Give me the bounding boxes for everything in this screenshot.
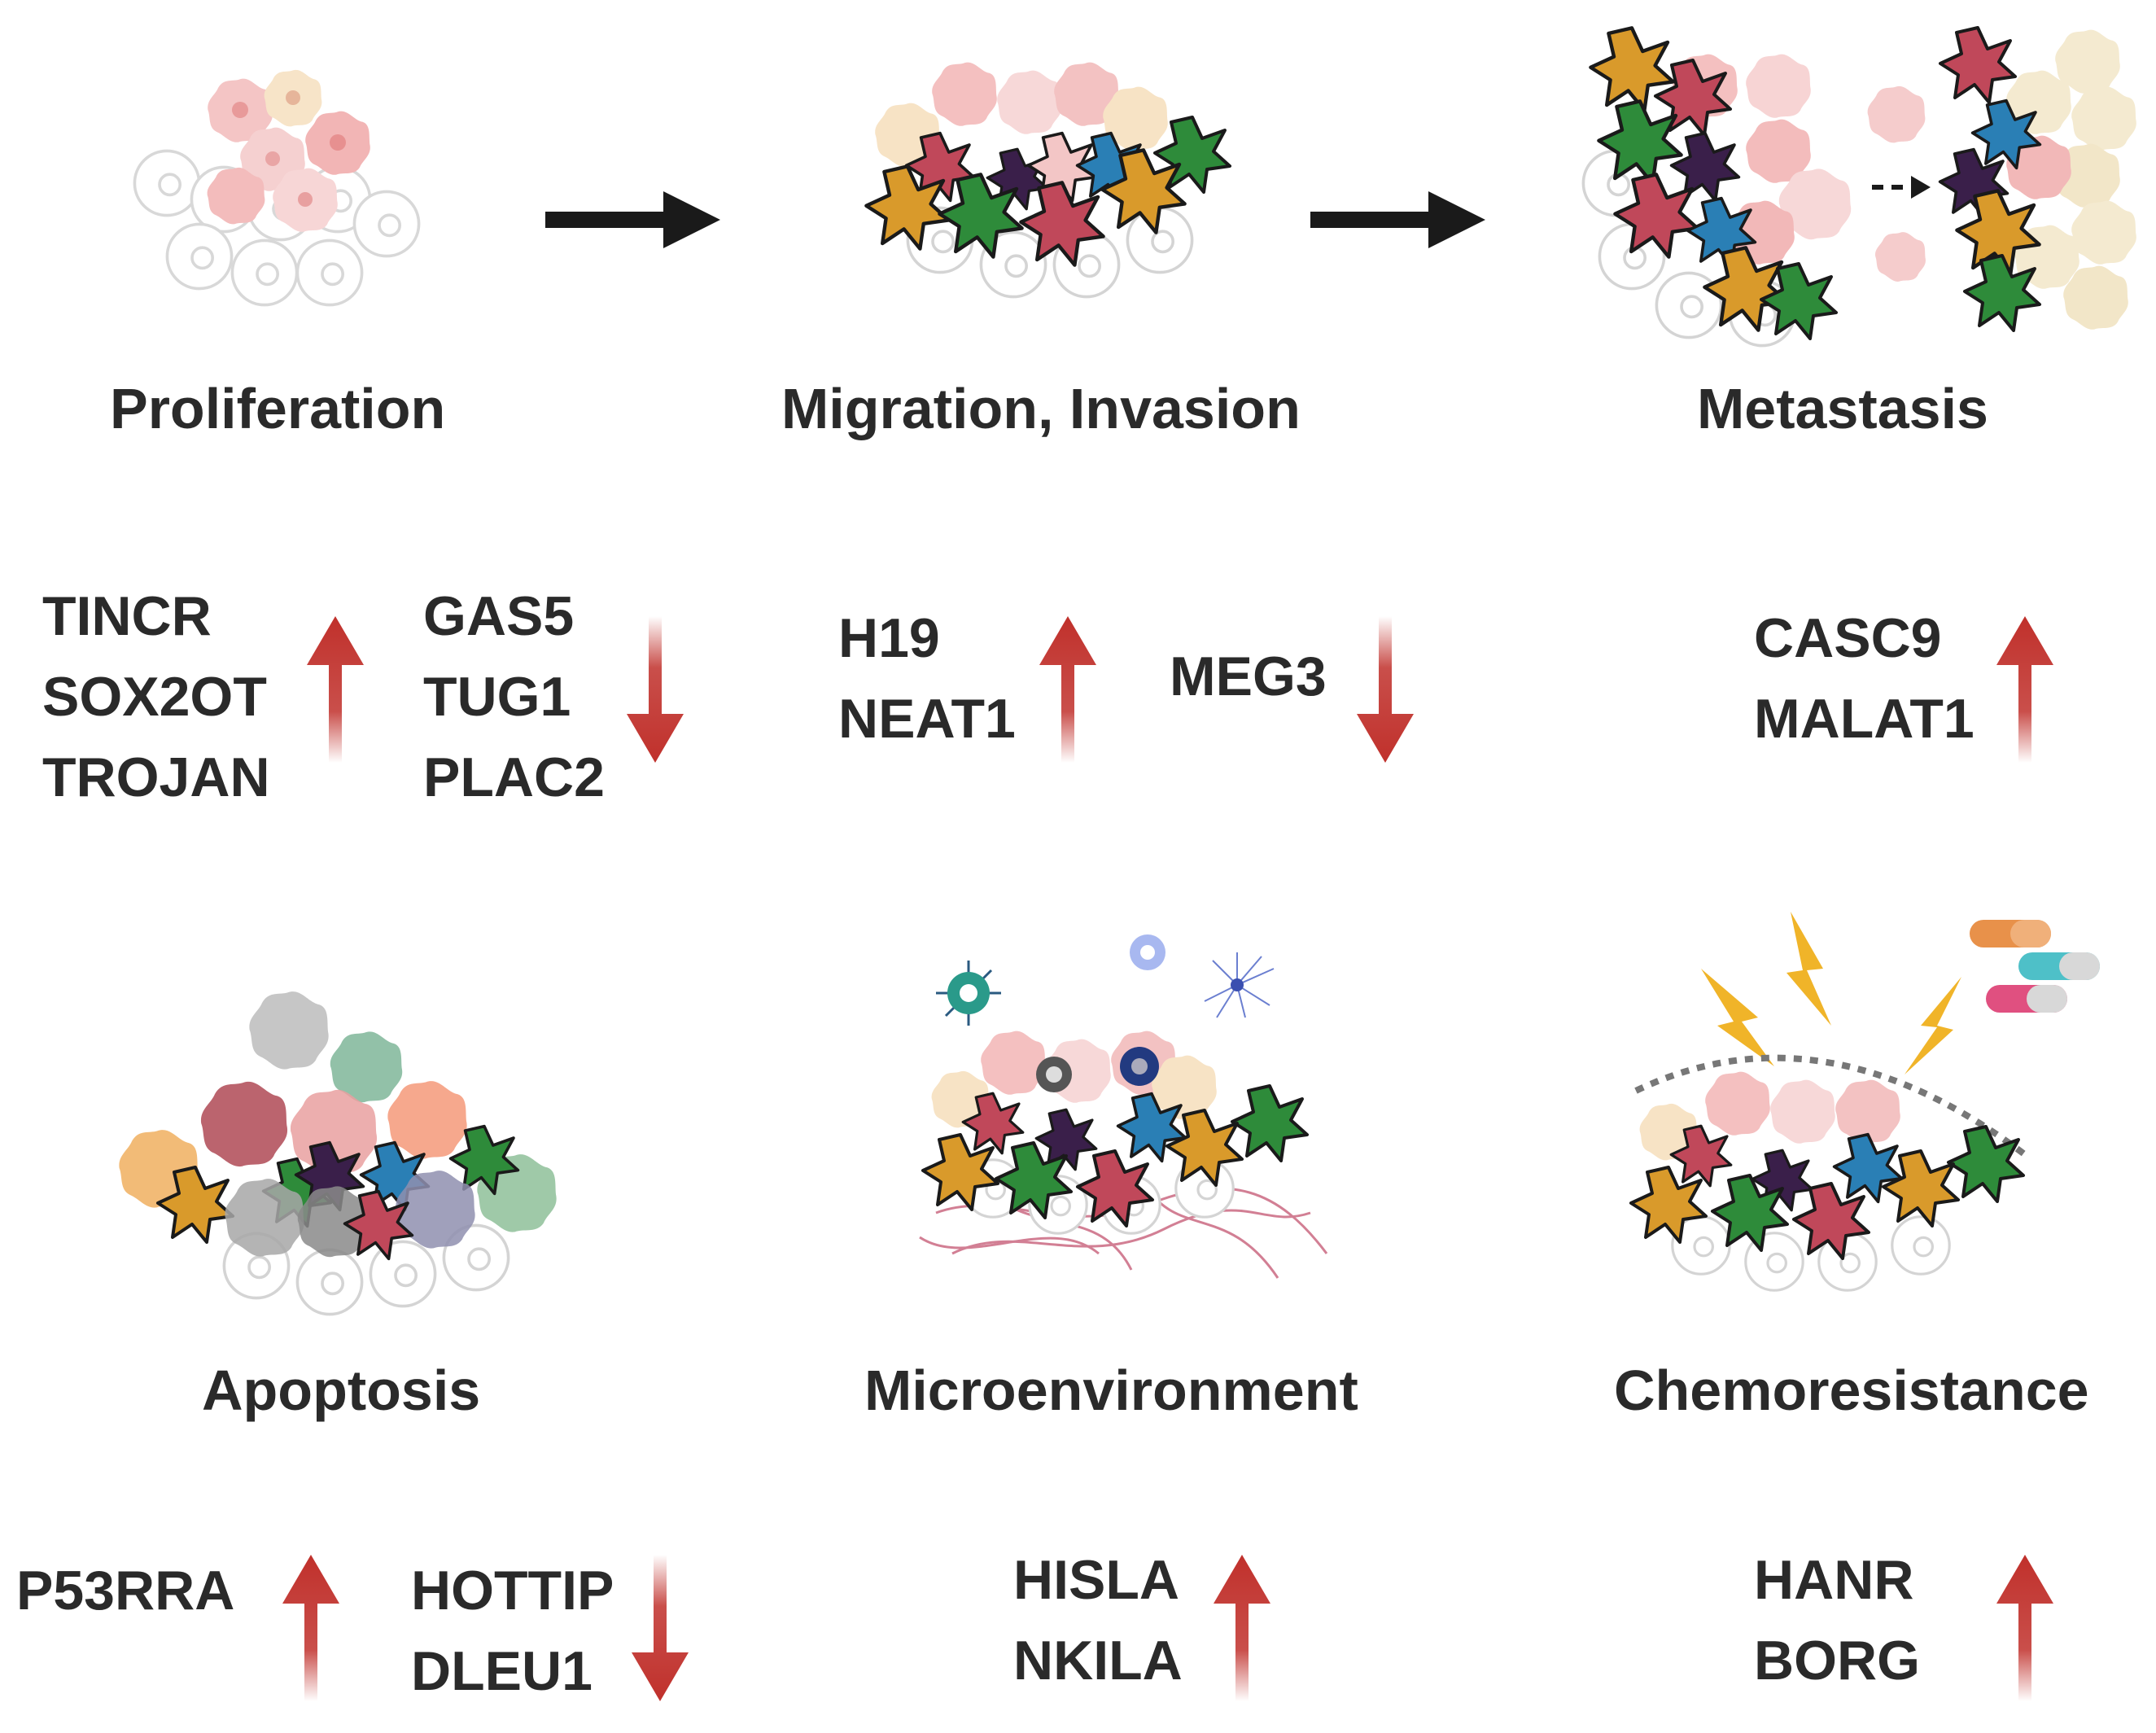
upregulated-arrow-icon	[307, 616, 364, 763]
title-apoptosis: Apoptosis	[202, 1359, 481, 1422]
apoptosis-up-genes: P53RRA	[16, 1551, 234, 1631]
upregulated-arrow-icon	[1996, 1555, 2053, 1701]
migration-illustration	[855, 62, 1231, 299]
gene-label: MALAT1	[1754, 688, 1975, 750]
downregulated-arrow-icon	[632, 1555, 689, 1701]
gene-label: PLAC2	[423, 746, 605, 808]
downregulated-arrow-icon	[627, 616, 684, 763]
title-chemoresistance: Chemoresistance	[1614, 1359, 2089, 1422]
gene-label: GAS5	[423, 585, 575, 647]
microenvironment-illustration	[919, 934, 1328, 1279]
arrow-proliferation-to-migration	[545, 191, 720, 248]
gene-label: TUG1	[423, 666, 571, 728]
gene-label: P53RRA	[16, 1560, 235, 1621]
title-microenvironment: Microenvironment	[864, 1359, 1358, 1422]
microenvironment-up-genes: HISLA NKILA	[1013, 1540, 1183, 1701]
gene-label: DLEU1	[411, 1640, 593, 1702]
gene-label: NKILA	[1013, 1630, 1183, 1691]
upregulated-arrow-icon	[282, 1555, 339, 1701]
proliferation-up-genes: TINCR SOX2OT TROJAN	[42, 576, 270, 818]
gene-label: MEG3	[1170, 645, 1327, 707]
gene-label: BORG	[1754, 1630, 1920, 1691]
title-proliferation: Proliferation	[110, 377, 446, 440]
metastasis-up-genes: CASC9 MALAT1	[1754, 598, 1975, 759]
chemoresistance-illustration	[1629, 912, 2100, 1292]
upregulated-arrow-icon	[1996, 616, 2053, 763]
title-migration-invasion: Migration, Invasion	[781, 377, 1301, 440]
metastasis-illustration	[1581, 26, 2136, 348]
title-metastasis: Metastasis	[1697, 377, 1988, 440]
gene-label: HISLA	[1013, 1549, 1179, 1611]
gene-label: NEAT1	[838, 688, 1016, 750]
arrow-migration-to-metastasis	[1310, 191, 1485, 248]
gene-label: H19	[838, 607, 940, 669]
downregulated-arrow-icon	[1357, 616, 1414, 763]
chemoresistance-up-genes: HANR BORG	[1754, 1540, 1920, 1701]
migration-down-genes: MEG3	[1170, 637, 1327, 717]
apoptosis-down-genes: HOTTIP DLEU1	[411, 1551, 614, 1712]
upregulated-arrow-icon	[1039, 616, 1096, 763]
gene-label: TROJAN	[42, 746, 270, 808]
gene-label: SOX2OT	[42, 666, 267, 728]
proliferation-down-genes: GAS5 TUG1 PLAC2	[423, 576, 605, 818]
upregulated-arrow-icon	[1214, 1555, 1270, 1701]
proliferation-illustration	[133, 69, 421, 307]
gene-label: CASC9	[1754, 607, 1942, 669]
apoptosis-illustration	[119, 991, 557, 1316]
gene-label: TINCR	[42, 585, 212, 647]
gene-label: HOTTIP	[411, 1560, 614, 1621]
migration-up-genes: H19 NEAT1	[838, 598, 1016, 759]
gene-label: HANR	[1754, 1549, 1914, 1611]
